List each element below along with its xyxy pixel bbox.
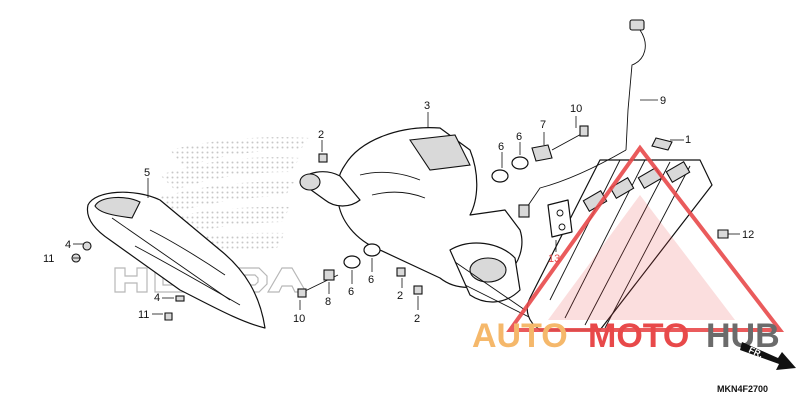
callout-10-top: 10 — [570, 103, 582, 115]
bolt-head-part-10-low — [297, 288, 307, 298]
washer-part-4-top — [82, 241, 92, 251]
nut-part-2-mid — [396, 267, 406, 277]
gasket-part-6-a — [363, 243, 381, 257]
nut-part-2-low — [413, 285, 423, 295]
callout-10-low: 10 — [293, 313, 305, 325]
watermark-moto: MOTO — [588, 317, 689, 355]
hardware-set — [71, 125, 729, 321]
washer-part-4-low — [175, 295, 185, 302]
callout-4-top: 4 — [65, 239, 71, 251]
callout-6-d: 6 — [498, 141, 504, 153]
gasket-part-6-c — [491, 169, 509, 183]
collar-part-8 — [323, 269, 335, 281]
bolt-part-11-low — [164, 312, 173, 321]
gasket-part-6-b — [343, 255, 361, 269]
callout-3: 3 — [424, 100, 430, 112]
callout-6-a: 6 — [368, 274, 374, 286]
callout-6-c: 6 — [516, 131, 522, 143]
gasket-part-1 — [651, 137, 673, 151]
callout-7: 7 — [540, 119, 546, 131]
callout-12: 12 — [742, 229, 754, 241]
callout-2-low: 2 — [414, 313, 420, 325]
callout-5: 5 — [144, 167, 150, 179]
callout-13: 13 — [548, 253, 560, 265]
callout-1: 1 — [685, 134, 691, 146]
watermark-auto: AUTO — [472, 317, 568, 355]
muffler-cover-part-5[interactable] — [86, 191, 266, 329]
watermark-triangle — [506, 144, 785, 332]
callout-9: 9 — [660, 95, 666, 107]
callout-4-low: 4 — [154, 292, 160, 304]
diagram-code: MKN4F2700 — [717, 384, 768, 394]
callout-6-b: 6 — [348, 286, 354, 298]
callout-2-top: 2 — [318, 129, 324, 141]
callout-11-low: 11 — [138, 309, 149, 321]
gasket-part-6-d — [511, 156, 529, 170]
watermark: AUTO MOTO HUB — [472, 144, 785, 355]
bolt-head-part-10-top — [579, 125, 589, 137]
muffler-outlet-pipe[interactable] — [299, 171, 361, 207]
collar-part-7 — [531, 144, 553, 162]
nut-part-2-top — [318, 153, 328, 163]
muffler-body-part-3[interactable] — [336, 127, 546, 326]
callout-8: 8 — [325, 296, 331, 308]
callout-11-top: 11 — [43, 253, 54, 265]
bracket-part-13[interactable] — [547, 199, 573, 238]
callout-2-mid: 2 — [397, 290, 403, 302]
leader-lines — [73, 99, 740, 315]
callout-numbers: 1 2 2 2 3 4 4 5 6 6 6 6 7 8 9 10 10 11 1… — [43, 95, 754, 325]
nut-part-12 — [717, 229, 729, 239]
oxygen-sensor-part-9[interactable] — [518, 19, 646, 218]
